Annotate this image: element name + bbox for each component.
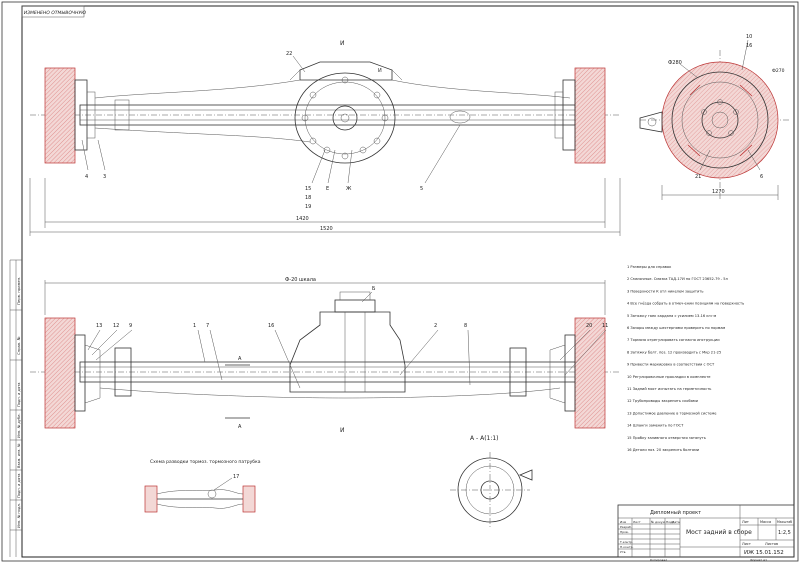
- scheme-caption: Схема разводки тормоз. тормозного патруб…: [150, 459, 261, 465]
- note-line: 7 Тормоза отрегулировать согласно инстру…: [627, 338, 720, 342]
- callout-20: 20: [586, 323, 592, 329]
- note-line: 4 Все гнёзда собрать в отмеч-ении позици…: [627, 302, 744, 306]
- brake-pipe-scheme: Схема разводки тормоз. тормозного патруб…: [144, 459, 261, 513]
- callout-top-i: И: [378, 68, 382, 74]
- callout-19: 19: [305, 204, 311, 210]
- left-strip-label: Справ. №: [16, 336, 21, 355]
- tb-row-col-2: Подп.: [666, 520, 675, 524]
- tb-row-1: Разраб.: [620, 525, 632, 529]
- section-mark-left: А: [238, 356, 242, 362]
- tb-doc-code: ИЖ 15.01.152: [744, 550, 784, 556]
- callout-18: 18: [305, 195, 311, 201]
- section-label: А - А(1:1): [470, 435, 499, 442]
- callout-21: 21: [695, 174, 701, 180]
- callout-11: 11: [602, 323, 608, 329]
- note-line: 13 Допустимое давление в тормозной систе…: [627, 411, 717, 415]
- left-strip-label: Перв. примен.: [16, 276, 21, 305]
- note-line: 11 Задний мост испытать на герметичность: [627, 387, 711, 391]
- callout-b: Б: [372, 286, 376, 292]
- tb-sheet: Лист: [742, 542, 751, 546]
- top-stamp-text: ИЗМЕНЕНО ОТМЫВОЧНУЮ: [23, 10, 86, 16]
- note-line: 9 Привести маркировку в соответствии с О…: [627, 363, 715, 367]
- callout-4: 4: [85, 174, 88, 180]
- note-line: 15 Пробку заливного отверстия затянуть: [627, 436, 706, 440]
- note-line: 16 Детали поз. 20 закрепить болтами: [627, 448, 700, 452]
- callout-9: 9: [129, 323, 132, 329]
- note-line: 14 Шланги заменить по ГОСТ: [627, 424, 684, 428]
- tb-col-scale: Масштаб: [777, 520, 792, 524]
- left-strip-label: Подп. и дата: [17, 383, 21, 407]
- inner-frame: [21, 5, 795, 558]
- tb-row-col-1: № докум.: [651, 520, 666, 524]
- dim-top-track: 1420: [296, 216, 309, 222]
- dim-top-overall: 1520: [320, 226, 333, 232]
- note-line: 1 Размеры для справок: [627, 265, 672, 269]
- tb-row-2: Пров.: [620, 530, 629, 534]
- callout-12: 12: [113, 323, 119, 329]
- note-line: 3 Поверхности К отл никелем защитить: [627, 289, 704, 293]
- tb-footer-right: Формат А1: [750, 558, 767, 562]
- section-a-a: А - А(1:1): [450, 435, 533, 528]
- tb-row-col-0: Лист: [633, 520, 641, 524]
- note-line: 8 Затяжку болт. поз. 12 производить с Мк…: [627, 350, 721, 354]
- tb-row-col-3: Дата: [672, 520, 680, 524]
- bottom-view: Ф-20 шкала А А И 13 12: [30, 277, 620, 434]
- tb-sheets: Листов: [765, 542, 778, 546]
- tb-scale: 1:2,5: [778, 530, 791, 536]
- callout-f270: Ф270: [772, 68, 785, 74]
- callout-e: Е: [326, 186, 329, 192]
- callout-7: 7: [206, 323, 209, 329]
- callout-16-side: 16: [746, 43, 752, 49]
- tb-row-4: Н.контр.: [620, 545, 633, 549]
- callout-3: 3: [103, 174, 106, 180]
- tb-row-3: Т.контр.: [619, 540, 633, 544]
- left-strip-label: Подп. и дата: [17, 474, 21, 498]
- dim-side-diameter: Ф280: [668, 60, 682, 66]
- note-line: 12 Трубопроводы закрепить скобами: [627, 399, 699, 403]
- bottom-view-label: И: [340, 427, 345, 434]
- title-block: Дипломный проект Мост задний в сборе ИЖ …: [617, 504, 795, 562]
- callout-6: 6: [760, 174, 763, 180]
- technical-notes: 1 Размеры для справок 2 Смазочные. Смазка…: [627, 265, 744, 452]
- left-strip: Перв. примен. Справ. № Подп. и дата Инв.…: [9, 259, 22, 557]
- note-line: 2 Смазочные. Смазка ТАД-17И по ГОСТ 2365…: [627, 277, 728, 281]
- side-view: 1270 Ф280 10 16 Ф270 21 6: [639, 34, 790, 200]
- callout-10: 10: [746, 34, 752, 40]
- top-view: 1420 1520 И 22 И 4 3 15 18 19 Е Ж 5: [29, 40, 621, 236]
- note-line: 5 Затяжку гаек кардана с усилием 13-16 к…: [627, 314, 717, 318]
- left-strip-label: Взам. инв. №: [17, 443, 21, 468]
- callout-5: 5: [420, 186, 423, 192]
- tb-title-line: Мост задний в сборе: [686, 529, 752, 536]
- callout-13: 13: [96, 323, 102, 329]
- dim-side-width: 1270: [712, 189, 725, 195]
- top-stamp-box: [21, 5, 85, 18]
- callout-zh: Ж: [346, 186, 352, 192]
- callout-1: 1: [193, 323, 196, 329]
- tb-footer-left: Копировал: [650, 558, 667, 562]
- callout-22: 22: [286, 51, 292, 57]
- section-mark-left-low: А: [238, 424, 242, 430]
- tb-row-0: Изм: [620, 520, 626, 524]
- callout-8: 8: [464, 323, 467, 329]
- callout-2: 2: [434, 323, 437, 329]
- tb-header: Дипломный проект: [650, 509, 701, 516]
- tb-col-mass: Масса: [760, 520, 771, 524]
- left-strip-label: Инв. № дубл.: [17, 413, 21, 438]
- callout-15: 15: [305, 186, 311, 192]
- note-line: 10 Регулировочные прокладки в комплекте: [627, 375, 711, 379]
- left-strip-label: Инв. № подл.: [17, 503, 21, 528]
- tb-row-5: Утв.: [620, 550, 626, 554]
- scheme-callout: 17: [233, 474, 239, 480]
- callout-16-bottom: 16: [268, 323, 274, 329]
- dim-bottom-top: Ф-20 шкала: [285, 277, 316, 283]
- tb-col-lit: Лит: [742, 520, 749, 524]
- top-view-label: И: [340, 40, 345, 47]
- note-line: 6 Зазоры между шестернями проверить по н…: [627, 326, 726, 330]
